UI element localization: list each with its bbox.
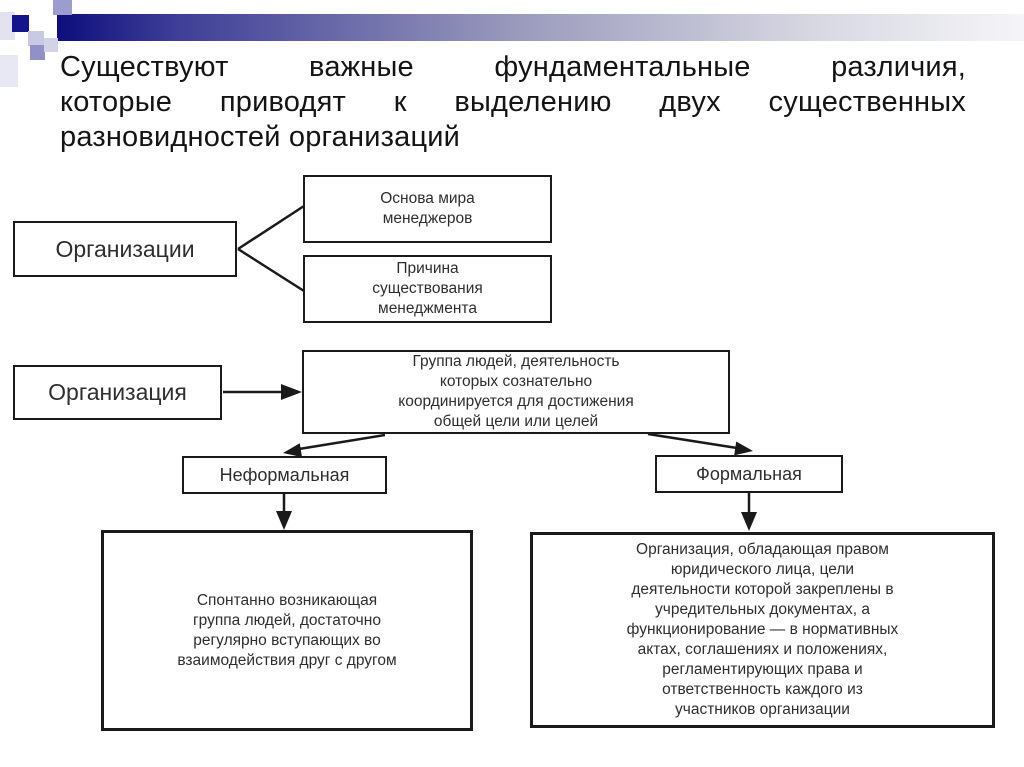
formal-def-line: деятельности которой закреплены в	[631, 581, 894, 598]
definition-line: Группа людей, деятельность	[412, 353, 620, 370]
basis-box: Основа мира менеджеров	[303, 175, 552, 243]
organizations-box: Организации	[13, 221, 237, 277]
reason-box: Причина существования менеджмента	[303, 255, 552, 323]
formal-def-line: актах, соглашениях и положениях,	[637, 641, 888, 658]
informal-def-line: взаимодействия друг с другом	[177, 651, 397, 669]
definition-line: общей цели или целей	[433, 413, 599, 430]
basis-line: менеджеров	[382, 210, 473, 227]
decor-square	[30, 45, 45, 60]
title-line: Существуют важные фундаментальные различ…	[60, 51, 966, 83]
decor-square	[53, 0, 72, 15]
informal-def-line: Спонтанно возникающая	[196, 591, 378, 609]
decor-square	[28, 31, 44, 46]
basis-line: Основа мира	[380, 190, 475, 207]
title-line: которые приводят к выделению двух сущест…	[60, 86, 966, 118]
organization-box: Организация	[13, 365, 222, 420]
header-gradient-bar	[57, 14, 1024, 41]
informal-box: Неформальная	[182, 456, 387, 494]
formal-label: Формальная	[696, 463, 802, 484]
definition-line: координируется для достижения	[398, 393, 634, 410]
decor-square	[0, 12, 15, 40]
reason-line: существования	[372, 280, 483, 297]
formal-def-line: учредительных документах, а	[655, 601, 870, 618]
reason-line: менеджмента	[378, 300, 477, 317]
informal-label: Неформальная	[219, 464, 350, 485]
formal-def-line: ответственность каждого из	[662, 681, 863, 698]
organization-label: Организация	[48, 379, 187, 405]
slide-title: Существуют важные фундаментальные различ…	[60, 50, 966, 155]
informal-def-line: группа людей, достаточно	[193, 611, 381, 629]
formal-def-line: участников организации	[675, 701, 850, 718]
reason-line: Причина	[396, 260, 459, 277]
formal-box: Формальная	[655, 455, 843, 493]
formal-def-line: Организация, обладающая правом	[636, 541, 889, 558]
organizations-label: Организации	[55, 235, 195, 262]
formal-def-line: регламентирующих права и	[662, 661, 863, 678]
decor-square	[44, 38, 58, 52]
organization-definition-box: Группа людей, деятельность которых созна…	[302, 350, 730, 434]
title-line: разновидностей организаций	[60, 121, 461, 153]
definition-line: которых сознательно	[439, 373, 593, 390]
informal-definition-box: Спонтанно возникающая группа людей, дост…	[101, 530, 473, 731]
formal-definition-box: Организация, обладающая правом юридическ…	[530, 532, 995, 728]
decor-square	[0, 55, 18, 87]
informal-def-line: регулярно вступающих во	[193, 631, 381, 649]
formal-def-line: юридического лица, цели	[670, 561, 855, 578]
formal-def-line: функционирование — в нормативных	[626, 621, 899, 638]
decor-square	[12, 15, 29, 32]
